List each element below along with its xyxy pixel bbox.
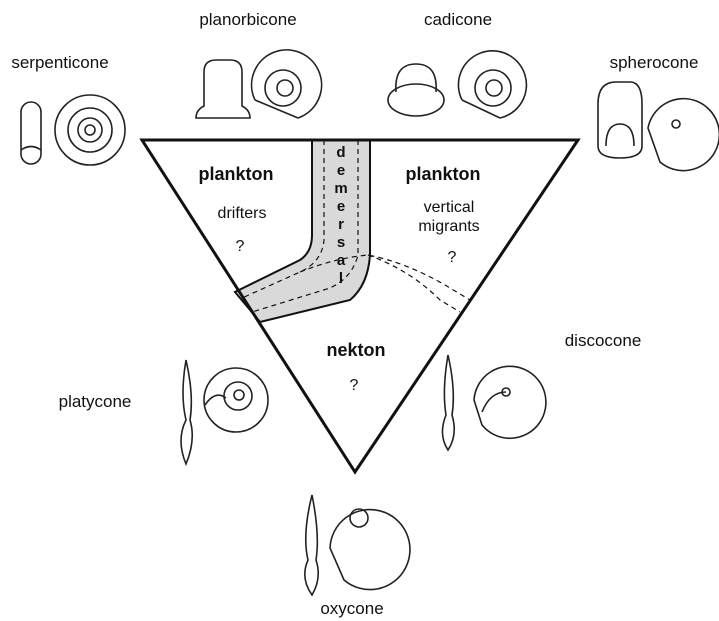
label-oxycone: oxycone [320, 599, 383, 618]
spherocone-shell [598, 82, 719, 171]
region-plankton-drifters-title: plankton [199, 164, 274, 184]
planorbicone-shell [196, 50, 322, 118]
discocone-shell [442, 355, 545, 450]
region-plankton-vertical-question: ? [448, 249, 457, 266]
region-plankton-vertical-sub2: migrants [418, 218, 479, 235]
demersal-letter: r [338, 216, 344, 233]
region-plankton-vertical-title: plankton [406, 164, 481, 184]
region-nekton-question: ? [350, 377, 359, 394]
demersal-letter: e [337, 162, 345, 179]
label-platycone: platycone [59, 392, 132, 411]
label-planorbicone: planorbicone [199, 10, 296, 29]
demersal-letter: d [336, 144, 345, 161]
region-nekton-title: nekton [326, 340, 385, 360]
region-plankton-drifters-sub: drifters [218, 205, 267, 222]
label-serpenticone: serpenticone [11, 53, 108, 72]
region-plankton-drifters-question: ? [236, 238, 245, 255]
demersal-letter: e [337, 198, 345, 215]
region-plankton-vertical-sub1: vertical [424, 199, 475, 216]
platycone-shell [181, 360, 268, 464]
serpenticone-shell [21, 95, 125, 165]
label-discocone: discocone [565, 331, 642, 350]
demersal-letter: s [337, 234, 345, 251]
label-spherocone: spherocone [610, 53, 699, 72]
demersal-letter: a [337, 252, 346, 269]
boundary-dashed-right [368, 255, 460, 312]
label-cadicone: cadicone [424, 10, 492, 29]
oxycone-shell [305, 495, 410, 595]
demersal-letter: l [339, 270, 343, 287]
demersal-letter: m [334, 180, 347, 197]
cadicone-shell [388, 51, 526, 118]
